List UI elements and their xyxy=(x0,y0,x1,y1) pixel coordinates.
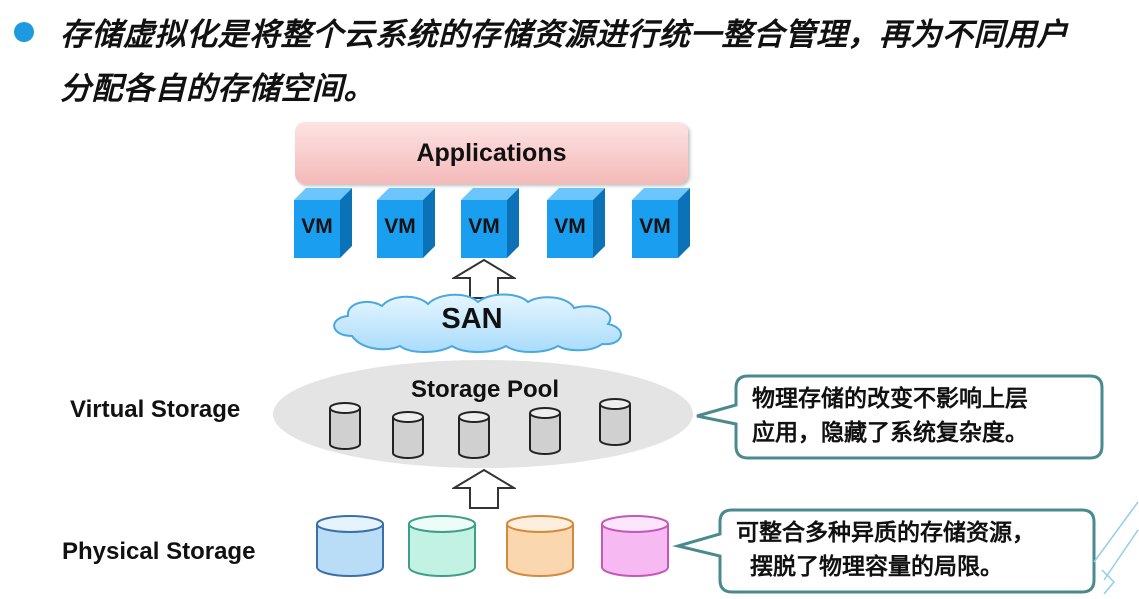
vm-cube-icon xyxy=(632,188,690,258)
vm-label: VM xyxy=(468,215,500,238)
physical-disk-icon xyxy=(408,515,476,577)
applications-box: Applications xyxy=(295,122,688,184)
vm-cube-2: VM xyxy=(377,188,435,258)
physical-disk-icon xyxy=(506,515,574,577)
vm-cube-icon xyxy=(547,188,605,258)
vm-cube-icon xyxy=(461,188,519,258)
vm-label: VM xyxy=(384,215,416,238)
pool-disk-icon xyxy=(329,402,361,450)
corner-decoration-icon xyxy=(1093,501,1139,595)
bullet-icon xyxy=(14,22,34,42)
callout-virtual-line-2: 应用，隐藏了系统复杂度。 xyxy=(752,420,1028,446)
applications-label: Applications xyxy=(416,138,567,167)
bullet-text: 存储虚拟化是将整个云系统的存储资源进行统一整合管理，再为不同用户 分配各自的存储… xyxy=(60,8,1130,116)
vm-cube-icon xyxy=(377,188,435,258)
vm-cube-icon xyxy=(294,188,352,258)
storage-pool-label: Storage Pool xyxy=(410,376,560,403)
san-cloud-icon xyxy=(333,293,622,353)
vm-cube-3: VM xyxy=(461,188,519,258)
vm-label: VM xyxy=(554,215,586,238)
vm-label: VM xyxy=(639,215,671,238)
vm-cube-5: VM xyxy=(632,188,690,258)
physical-storage-label: Physical Storage xyxy=(62,538,256,565)
virtual-storage-label: Virtual Storage xyxy=(70,396,241,423)
physical-disk-icon xyxy=(316,515,384,577)
san-label: SAN xyxy=(441,303,503,335)
vm-cube-1: VM xyxy=(294,188,352,258)
physical-disk-icon xyxy=(601,515,669,577)
pool-disk-icon xyxy=(458,411,490,459)
pool-disk-icon xyxy=(529,407,561,455)
vm-cube-4: VM xyxy=(547,188,605,258)
callout-physical-line-1: 可整合多种异质的存储资源， xyxy=(736,520,1035,546)
callout-physical-line-2: 摆脱了物理容量的局限。 xyxy=(750,554,1003,580)
bullet-line-2: 分配各自的存储空间。 xyxy=(60,71,375,107)
pool-disk-icon xyxy=(392,411,424,459)
pool-disk-icon xyxy=(599,398,631,446)
callout-physical-text: 可整合多种异质的存储资源， 摆脱了物理容量的局限。 xyxy=(736,516,1035,584)
up-arrow-icon xyxy=(452,468,516,509)
vm-label: VM xyxy=(301,215,333,238)
bullet-line-1: 存储虚拟化是将整个云系统的存储资源进行统一整合管理，再为不同用户 xyxy=(60,17,1068,53)
callout-virtual-line-1: 物理存储的改变不影响上层 xyxy=(752,386,1028,412)
callout-virtual-text: 物理存储的改变不影响上层 应用，隐藏了系统复杂度。 xyxy=(752,382,1028,450)
